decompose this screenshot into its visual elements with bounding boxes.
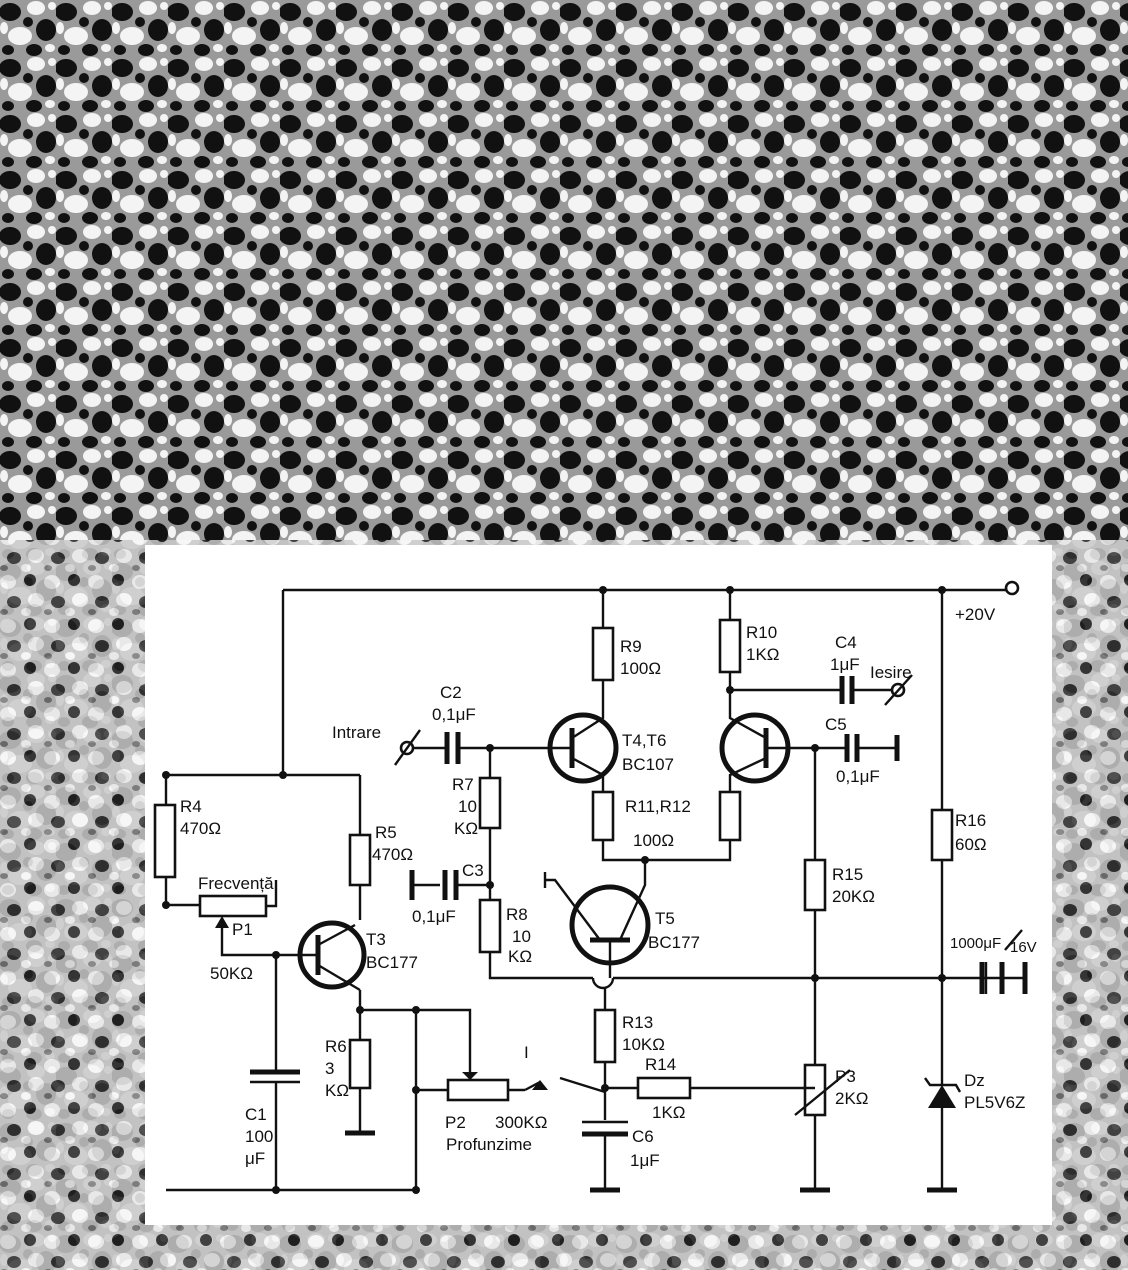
r16-name: R16 (955, 811, 986, 830)
r9-name: R9 (620, 637, 642, 656)
t5-type: BC177 (648, 933, 700, 952)
r6-value-a: 3 (325, 1059, 334, 1078)
p2-name: P2 (445, 1113, 466, 1132)
resistor-r12 (718, 790, 742, 842)
c2-name: C2 (440, 683, 462, 702)
zener-diode-dz (928, 1085, 956, 1108)
r10-value: 1KΩ (746, 645, 780, 664)
r4-name: R4 (180, 797, 202, 816)
r9-value: 100Ω (620, 659, 661, 678)
resistor-r15 (803, 858, 827, 912)
r7-value-a: 10 (458, 797, 477, 816)
r11-r12-value: 100Ω (633, 831, 674, 850)
t3-name: T3 (366, 930, 386, 949)
c7-value: 1000μF (950, 935, 1001, 952)
r14-name: R14 (645, 1055, 676, 1074)
resistor-r14 (636, 1076, 692, 1100)
circuit-schematic: +20V R4 470Ω Frecvență P1 50KΩ R5 470Ω (153, 580, 1037, 1194)
resistor-r11 (591, 790, 615, 842)
supply-voltage-label: +20V (955, 605, 996, 624)
potentiometer-p3 (803, 1063, 827, 1117)
resistor-r6 (348, 1038, 372, 1090)
transistor-t4 (547, 712, 619, 784)
r15-value: 20KΩ (832, 887, 875, 906)
resistor-r10 (718, 618, 742, 674)
r16-value: 60Ω (955, 835, 987, 854)
dz-name: Dz (964, 1071, 985, 1090)
r6-value-b: KΩ (325, 1081, 349, 1100)
c4-name: C4 (835, 633, 857, 652)
r14-value: 1KΩ (652, 1103, 686, 1122)
switch-label: I (524, 1043, 529, 1062)
r8-value-b: KΩ (508, 947, 532, 966)
r7-name: R7 (452, 775, 474, 794)
dz-type: PL5V6Z (964, 1093, 1025, 1112)
resistor-r9 (591, 626, 615, 682)
c1-value-a: 100 (245, 1127, 273, 1146)
potentiometer-p1 (198, 894, 268, 918)
resistor-r7 (478, 776, 502, 830)
c2-value: 0,1μF (432, 705, 476, 724)
p1-name: P1 (232, 920, 253, 939)
t3-type: BC177 (366, 953, 418, 972)
p2-function: Profunzime (446, 1135, 532, 1154)
r6-name: R6 (325, 1037, 347, 1056)
r4-value: 470Ω (180, 819, 221, 838)
c6-value: 1μF (630, 1151, 660, 1170)
output-label: Iesire (870, 663, 912, 682)
r5-name: R5 (375, 823, 397, 842)
resistor-r16 (930, 808, 954, 862)
p3-name: P3 (835, 1067, 856, 1086)
c1-name: C1 (245, 1105, 267, 1124)
p2-value: 300KΩ (495, 1113, 547, 1132)
r8-value-a: 10 (512, 927, 531, 946)
p1-function: Frecvență (198, 874, 274, 893)
resistor-r4 (153, 803, 177, 879)
r10-name: R10 (746, 623, 777, 642)
t4-t6-name: T4,T6 (622, 731, 666, 750)
r7-value-b: KΩ (454, 819, 478, 838)
t4-t6-type: BC107 (622, 755, 674, 774)
r5-value: 470Ω (372, 845, 413, 864)
potentiometer-p2 (446, 1078, 510, 1102)
p3-value: 2KΩ (835, 1089, 869, 1108)
c3-value: 0,1μF (412, 907, 456, 926)
p1-value: 50KΩ (210, 964, 253, 983)
r13-name: R13 (622, 1013, 653, 1032)
c4-value: 1μF (830, 655, 860, 674)
r11-r12-name: R11,R12 (625, 797, 691, 816)
resistor-r5 (348, 833, 372, 887)
c7-voltage: 16V (1010, 939, 1037, 956)
c3-name: C3 (462, 861, 484, 880)
supply-terminal (1004, 580, 1020, 596)
c1-value-b: μF (245, 1149, 265, 1168)
c6-name: C6 (632, 1127, 654, 1146)
resistor-r8 (478, 898, 502, 954)
input-label: Intrare (332, 723, 381, 742)
resistor-r13 (593, 1008, 617, 1064)
r8-name: R8 (506, 905, 528, 924)
c5-name: C5 (825, 715, 847, 734)
r15-name: R15 (832, 865, 863, 884)
c5-value: 0,1μF (836, 767, 880, 786)
r13-value: 10KΩ (622, 1035, 665, 1054)
t5-name: T5 (655, 909, 675, 928)
